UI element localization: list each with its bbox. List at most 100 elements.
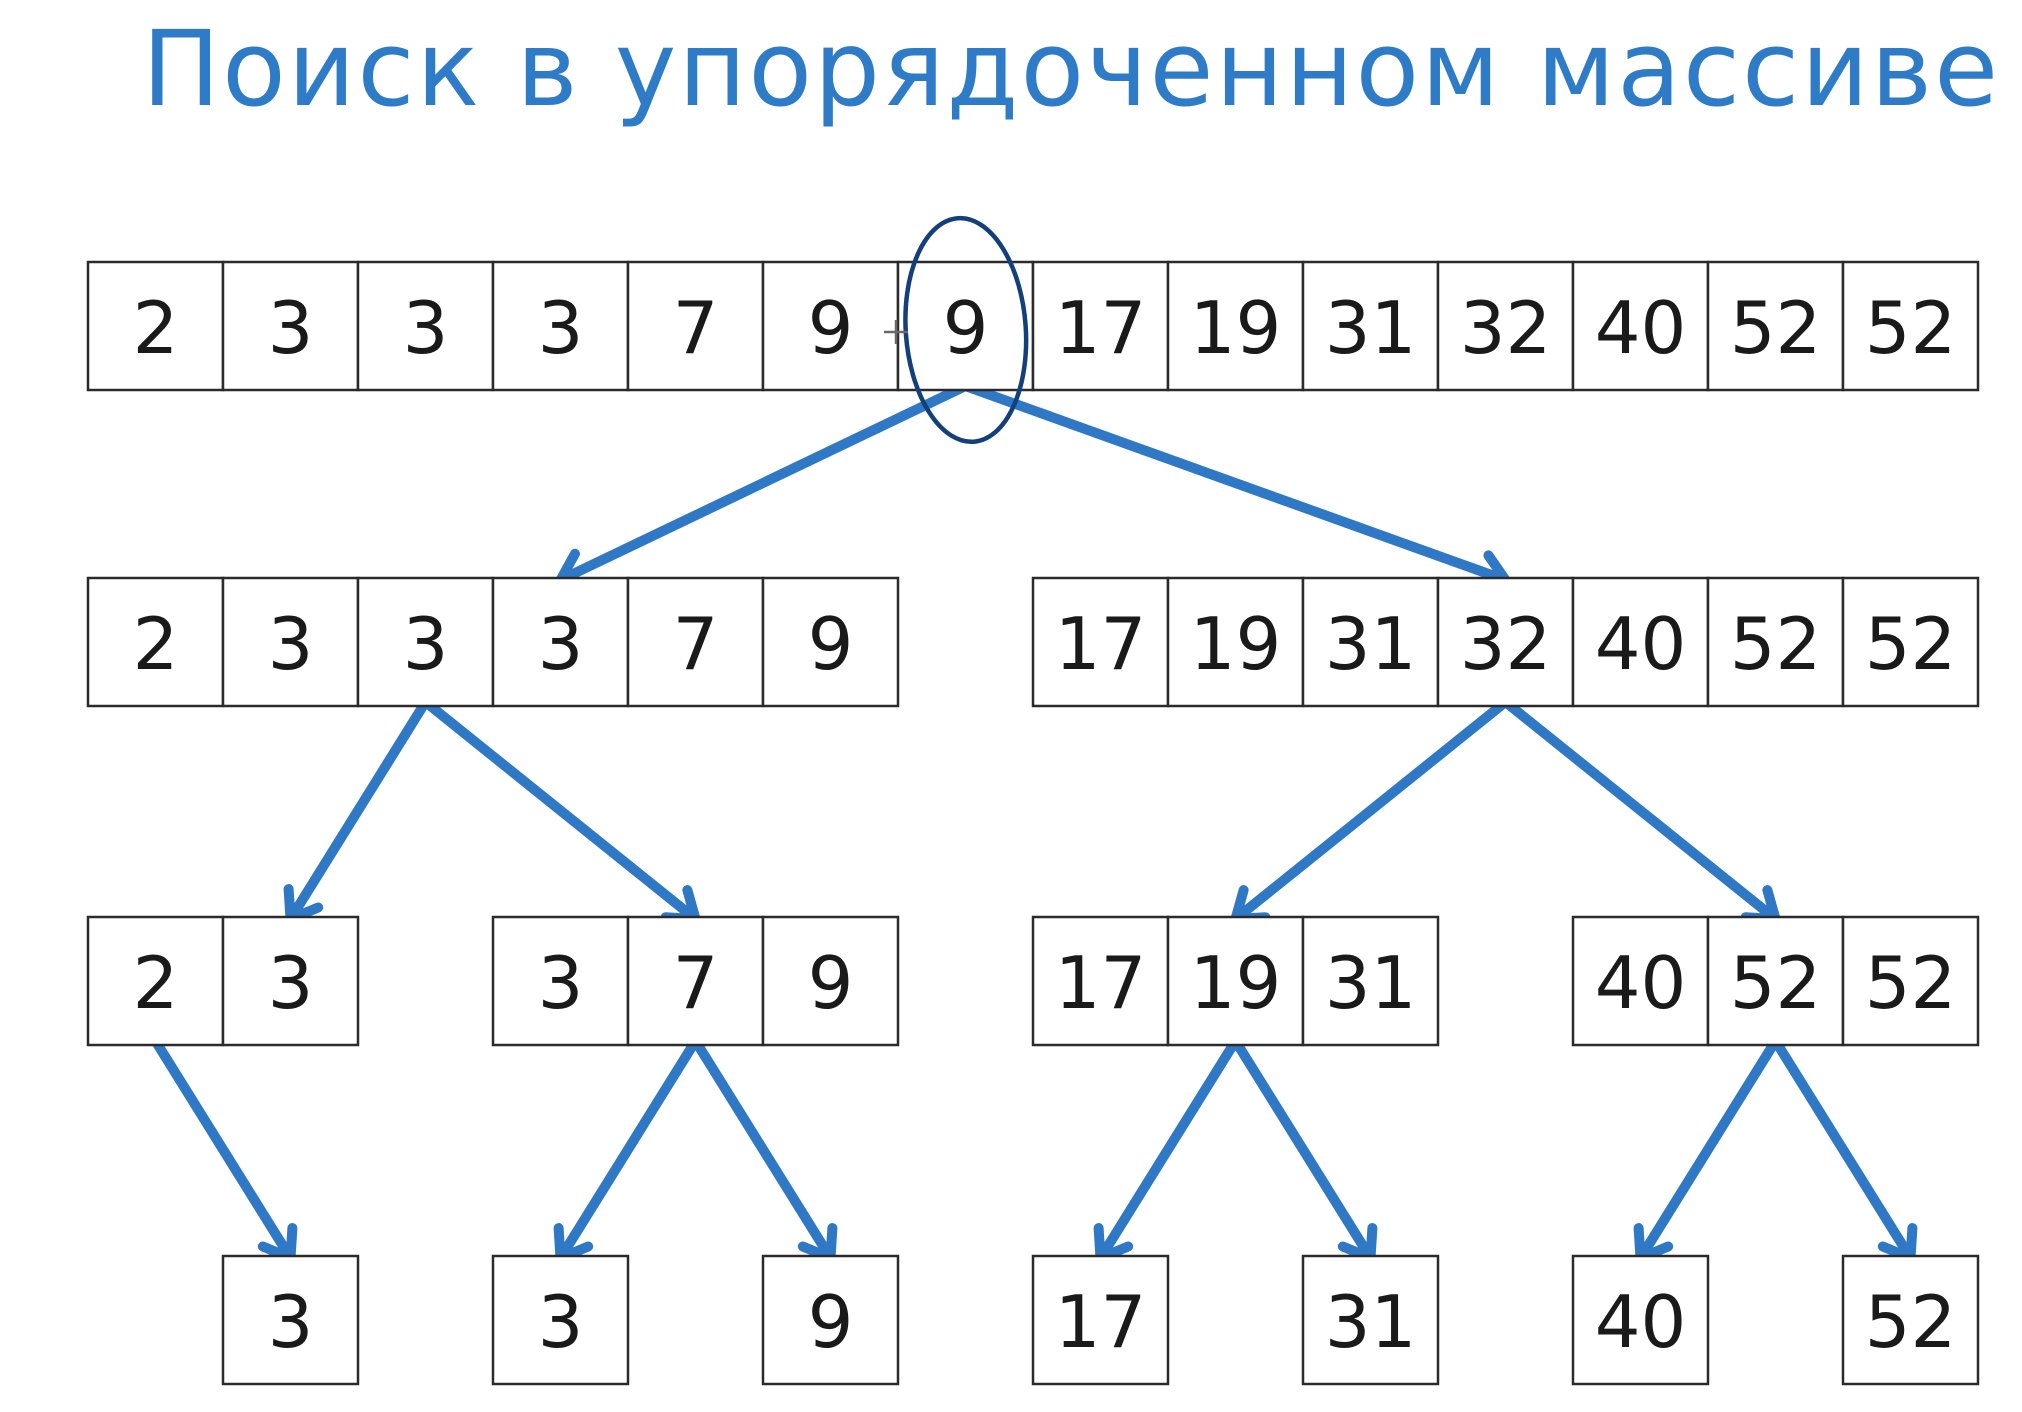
- cell-box: [1301, 1254, 1440, 1386]
- arrow-shaft: [1095, 1036, 1241, 1263]
- cell-box: [626, 576, 765, 708]
- arrow-shaft: [690, 1036, 836, 1263]
- highlight-circle-hand-drawn: [903, 215, 1029, 445]
- cell-box: [491, 576, 630, 708]
- array-cell: 19: [1166, 915, 1305, 1047]
- cell-value: 17: [1055, 1280, 1147, 1364]
- tree-arrow: [1500, 697, 1783, 925]
- array-cell: 40: [1571, 576, 1710, 708]
- array-cell: 3: [491, 1254, 630, 1386]
- array-group-leaf-52: 52: [1841, 1254, 1980, 1386]
- cell-box: [1571, 915, 1710, 1047]
- cell-box: [626, 260, 765, 392]
- tree-arrow: [1633, 1036, 1781, 1266]
- cell-value: 2: [133, 602, 179, 686]
- array-cell: 52: [1841, 260, 1980, 392]
- arrow-shaft: [285, 697, 431, 924]
- cell-box: [86, 260, 225, 392]
- tree-arrow: [690, 1036, 838, 1266]
- cell-value: 52: [1865, 286, 1957, 370]
- cell-box: [896, 260, 1035, 392]
- cell-value: 9: [808, 286, 854, 370]
- cell-box: [1841, 576, 1980, 708]
- cell-box: [1571, 260, 1710, 392]
- cell-value: 3: [538, 941, 584, 1025]
- array-cell: 31: [1301, 260, 1440, 392]
- array-cell: 2: [86, 576, 225, 708]
- tree-arrow: [553, 1036, 701, 1266]
- arrow-shaft: [1500, 697, 1781, 924]
- cell-value: 32: [1460, 602, 1552, 686]
- cell-value: 3: [538, 602, 584, 686]
- cell-box: [761, 915, 900, 1047]
- cell-box: [86, 915, 225, 1047]
- cell-value: 19: [1190, 941, 1282, 1025]
- cell-value: 40: [1595, 602, 1687, 686]
- cell-box: [221, 576, 360, 708]
- array-cell: 40: [1571, 260, 1710, 392]
- cell-box: [491, 1254, 630, 1386]
- cell-value: 31: [1325, 286, 1417, 370]
- tree-arrow: [1770, 1036, 1918, 1266]
- cell-value: 9: [808, 1280, 854, 1364]
- array-cell: 3: [491, 576, 630, 708]
- arrow-shaft: [1635, 1036, 1781, 1263]
- tree-arrow: [552, 381, 971, 591]
- cell-value: 40: [1595, 286, 1687, 370]
- arrow-shaft: [555, 1036, 701, 1263]
- array-cell: 7: [626, 576, 765, 708]
- array-cell: 52: [1706, 260, 1845, 392]
- array-cell: 52: [1706, 576, 1845, 708]
- array-cell: 2: [86, 260, 225, 392]
- cell-box: [86, 576, 225, 708]
- cell-box: [1571, 1254, 1710, 1386]
- cell-box: [221, 1254, 360, 1386]
- array-cell: 3: [491, 260, 630, 392]
- cell-box: [1301, 260, 1440, 392]
- cell-value: 52: [1730, 941, 1822, 1025]
- array-cell: 2: [86, 915, 225, 1047]
- cell-box: [1166, 260, 1305, 392]
- cell-box: [1841, 260, 1980, 392]
- array-cell: 9: [896, 260, 1035, 392]
- array-cell: 17: [1031, 1254, 1170, 1386]
- tree-arrow: [420, 697, 703, 925]
- array-cell: 40: [1571, 915, 1710, 1047]
- cell-box: [1031, 1254, 1170, 1386]
- array-cell: 52: [1841, 915, 1980, 1047]
- cell-value: 2: [133, 286, 179, 370]
- cell-value: 7: [673, 602, 719, 686]
- cell-value: 31: [1325, 602, 1417, 686]
- cell-value: 3: [268, 602, 314, 686]
- cell-value: 9: [808, 602, 854, 686]
- array-cell: 3: [221, 1254, 360, 1386]
- tree-arrow: [283, 697, 431, 927]
- array-group-leaf-3a: 3: [221, 1254, 360, 1386]
- cell-box: [761, 260, 900, 392]
- cell-value: 3: [268, 941, 314, 1025]
- array-cell: 3: [356, 576, 495, 708]
- array-cell: 31: [1301, 1254, 1440, 1386]
- cell-value: 2: [133, 941, 179, 1025]
- array-cell: 3: [491, 915, 630, 1047]
- cell-box: [1301, 576, 1440, 708]
- cell-value: 52: [1730, 602, 1822, 686]
- arrow-shaft: [1230, 697, 1511, 924]
- cell-box: [1706, 576, 1845, 708]
- arrow-shaft: [555, 381, 971, 585]
- arrow-shaft: [150, 1036, 296, 1263]
- overlay-layer: [884, 215, 1029, 445]
- cell-value: 52: [1865, 602, 1957, 686]
- cell-value: 17: [1055, 286, 1147, 370]
- cell-value: 19: [1190, 286, 1282, 370]
- cell-value: 40: [1595, 1280, 1687, 1364]
- arrow-shaft: [960, 381, 1511, 585]
- array-cell: 3: [221, 915, 360, 1047]
